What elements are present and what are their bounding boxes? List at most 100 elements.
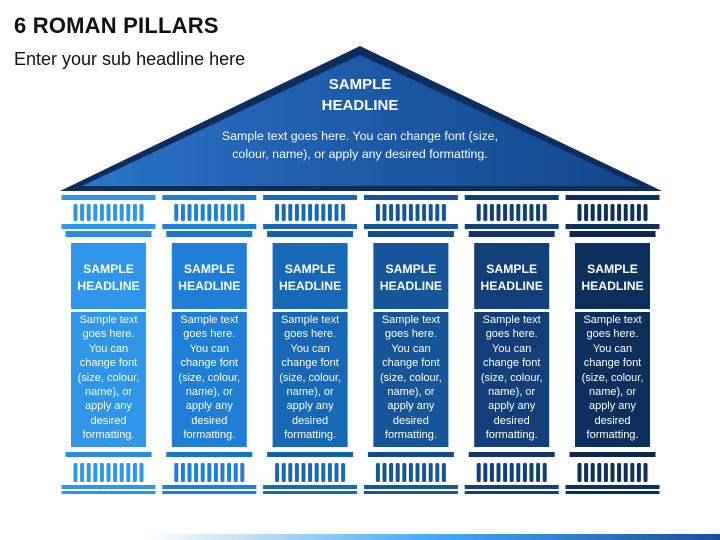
pillar-flute [86, 463, 91, 482]
pillar-body-line: change font [482, 357, 541, 370]
pillar-body-line: formatting. [586, 429, 639, 442]
pillar-flute [139, 204, 144, 221]
pillar-flute [341, 204, 346, 221]
pillar-capital-flutes [174, 204, 245, 221]
pillar-body-line: formatting. [284, 429, 337, 442]
pillar-flute [617, 463, 622, 482]
pillar-flute [106, 463, 111, 482]
pillar-body-line: apply any [185, 400, 233, 413]
pillar-flute [200, 463, 205, 482]
pillar-body-line: You can [391, 342, 431, 355]
pillar-body-line: goes here. [183, 328, 236, 341]
pillar-base-plinth [464, 491, 559, 494]
pillar-body-line: You can [290, 342, 330, 355]
pillar-body-line: name), or [286, 386, 334, 399]
pillar-flute [80, 463, 85, 482]
pillar-base-flutes [73, 463, 144, 482]
page-subtitle: Enter your sub headline here [14, 49, 246, 69]
pillar-flute [389, 204, 394, 221]
pillar-capital-flutes [577, 204, 648, 221]
pillar-body-box [71, 312, 146, 447]
pillar-body-line: Sample text [583, 314, 642, 326]
pillar-flute [597, 204, 602, 221]
pillar-capital-top [565, 195, 660, 200]
pillar-headline-line2: HEADLINE [379, 279, 443, 293]
pillar-flute [516, 204, 521, 221]
pillar-body-line: (size, colour, [77, 371, 140, 384]
pillar-flute [428, 463, 433, 482]
pillar-body-line: formatting. [384, 429, 437, 442]
pillar-flute [542, 463, 547, 482]
pillar-6 [565, 195, 660, 494]
pillar-body-line: (size, colour, [581, 371, 644, 384]
pillar-flute [643, 463, 648, 482]
pillar-flute [422, 204, 427, 221]
pillar-flute [139, 463, 144, 482]
pillar-capital-flutes [476, 204, 547, 221]
pillar-flute [308, 204, 313, 221]
pillar-headline-line1: SAMPLE [83, 262, 134, 276]
pillar-flute [496, 463, 501, 482]
pillar-flute [483, 463, 488, 482]
pillar-flute [327, 204, 332, 221]
roof-text: Sample text goes here. You can change fo… [210, 127, 510, 163]
pillar-body-line: goes here. [284, 328, 337, 341]
pillar-body-line: change font [79, 357, 138, 370]
pillar-capital-band [363, 224, 458, 229]
pillar-flute [113, 463, 118, 482]
pillar-body-line: name), or [387, 386, 435, 399]
pillar-base-plinth [162, 491, 257, 494]
pillar-body-line: apply any [488, 400, 536, 413]
pillar-body-line: change font [281, 357, 339, 370]
pillar-flute [375, 204, 380, 221]
pillar-flute [86, 204, 91, 221]
pillar-body-line: name), or [84, 386, 133, 399]
pillar-body-line: formatting. [183, 429, 236, 442]
pillar-base-top [367, 452, 454, 457]
pillar-base-band [263, 485, 358, 489]
pillar-flute [522, 204, 527, 221]
pillar-flute [402, 463, 407, 482]
pillar-flute [301, 463, 306, 482]
pillar-capital-band [464, 224, 559, 229]
pillar-headline-line2: HEADLINE [178, 279, 241, 293]
pillar-flute [408, 204, 413, 221]
pillar-base-plinth [61, 491, 156, 494]
pillar-flute [441, 204, 446, 221]
pillar-body-line: (size, colour, [279, 371, 341, 384]
pillar-base-flutes [174, 463, 245, 482]
pillar-flute [623, 463, 628, 482]
pillar-headline-line1: SAMPLE [284, 262, 336, 276]
pillar-headline-line2: HEADLINE [581, 279, 644, 293]
pillar-flute [536, 463, 541, 482]
pillar-body-line: formatting. [485, 429, 538, 442]
pillar-flute [382, 463, 387, 482]
pillar-body-line: Sample text [482, 314, 541, 326]
pillar-flute [590, 463, 595, 482]
pillar-flute [529, 463, 534, 482]
pillar-flute [536, 204, 541, 221]
pillar-base-top [267, 452, 354, 457]
roof-headline-line1: SAMPLE [328, 76, 392, 93]
pillar-flute [180, 204, 185, 221]
pillar-flute [213, 463, 218, 482]
pillar-flute [334, 463, 339, 482]
pillar-capital-top [162, 195, 257, 200]
footer-gradient-bar [0, 534, 720, 540]
pillar-body-line: You can [592, 342, 633, 355]
pillar-flute [194, 463, 199, 482]
pillar-base-plinth [263, 491, 358, 494]
pillar-flute [132, 204, 137, 221]
pillar-body-line: apply any [588, 400, 637, 413]
pillar-body-box [171, 312, 247, 447]
pillar-flute [577, 463, 582, 482]
pillar-flute [180, 463, 185, 482]
pillar-flute [281, 204, 286, 221]
pillar-body-box [575, 312, 650, 447]
